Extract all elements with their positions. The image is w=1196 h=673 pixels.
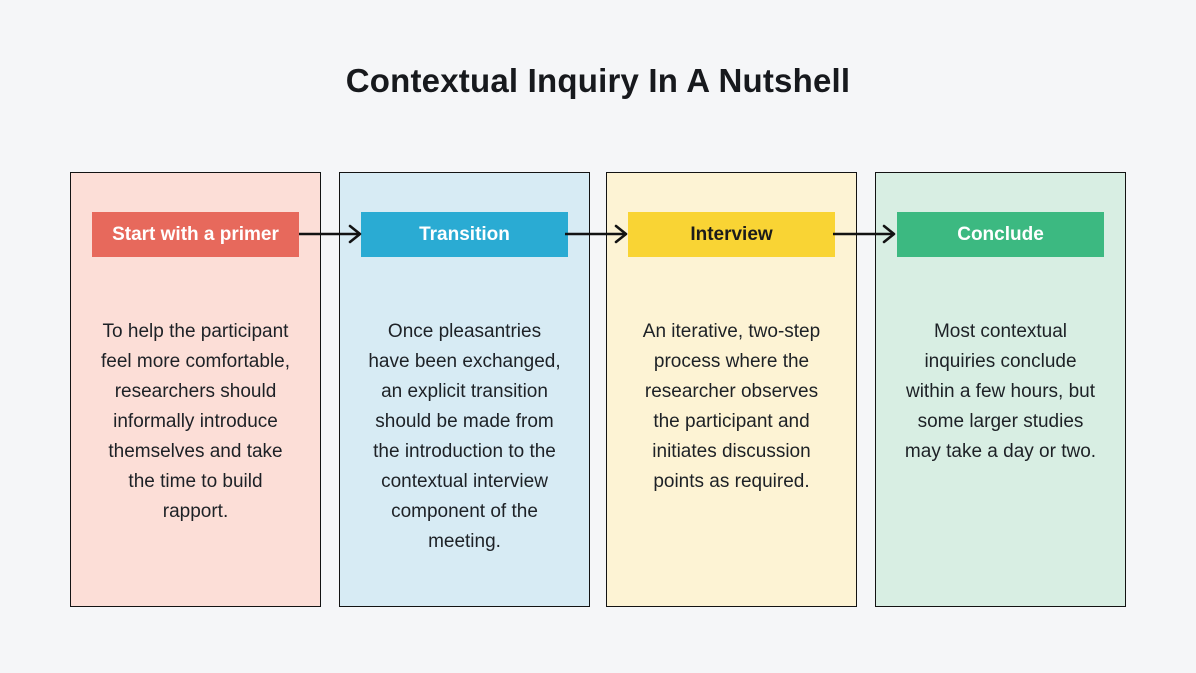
stage-description-conclude: Most contextual inquiries conclude withi… bbox=[904, 321, 1097, 462]
stage-description-transition: Once pleasantries have been exchanged, a… bbox=[368, 321, 561, 552]
stage-card-conclude: Conclude Most contextual inquiries concl… bbox=[875, 172, 1126, 607]
arrow-right-icon bbox=[565, 224, 628, 244]
stage-badge-conclude: Conclude bbox=[897, 212, 1104, 257]
arrow-right-icon bbox=[833, 224, 896, 244]
stage-badge-start-with-a-primer: Start with a primer bbox=[92, 212, 299, 257]
stage-card-interview: Interview An iterative, two-step process… bbox=[606, 172, 857, 607]
stage-badge-interview: Interview bbox=[628, 212, 835, 257]
diagram-title: Contextual Inquiry In A Nutshell bbox=[345, 62, 851, 99]
arrow-right-icon bbox=[299, 224, 362, 244]
stage-description-start-with-a-primer: To help the participant feel more comfor… bbox=[100, 321, 291, 522]
stage-badge-transition: Transition bbox=[361, 212, 568, 257]
stage-card-start-with-a-primer: Start with a primer To help the particip… bbox=[70, 172, 321, 607]
stage-description-interview: An iterative, two-step process where the… bbox=[642, 321, 821, 492]
stage-card-transition: Transition Once pleasantries have been e… bbox=[339, 172, 590, 607]
